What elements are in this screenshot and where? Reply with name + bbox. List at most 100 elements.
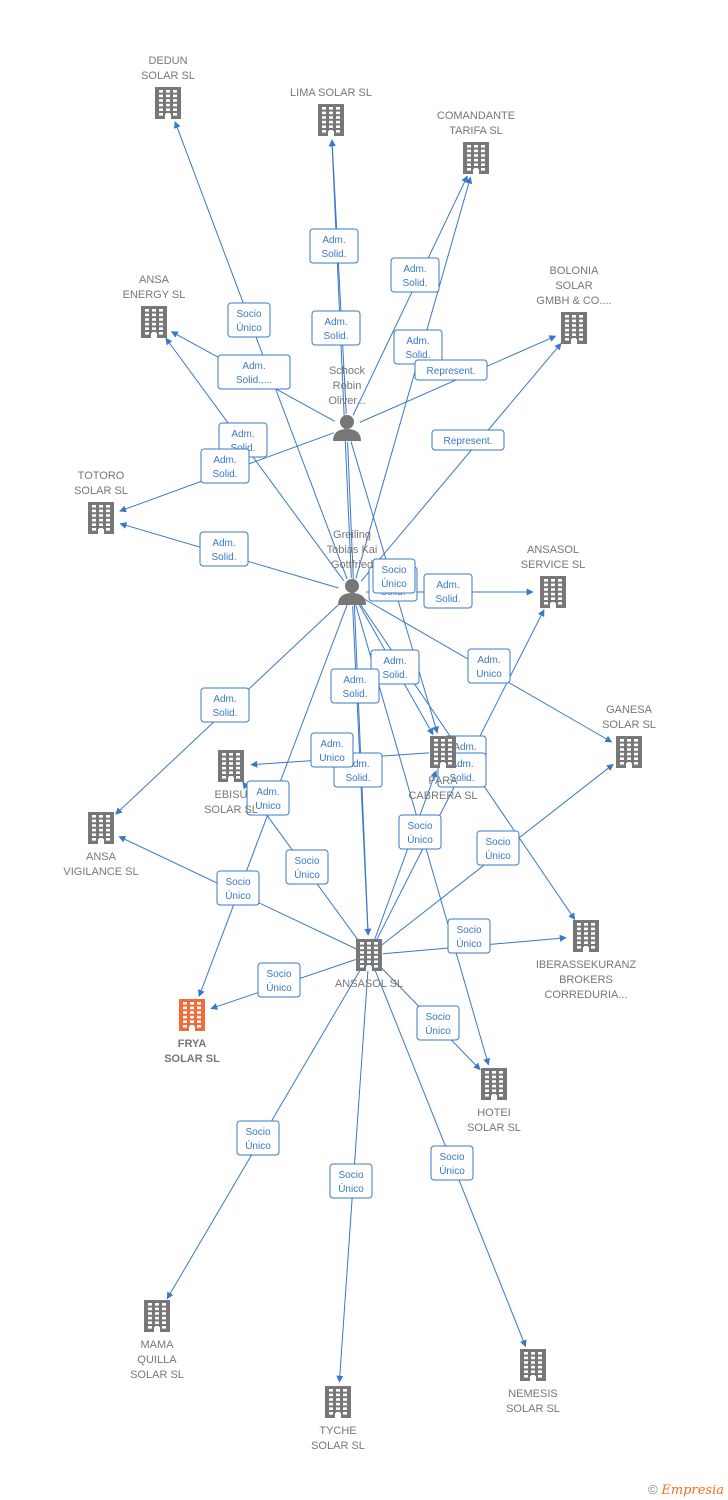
edge-label-text: Adm. (450, 759, 473, 770)
edge-schock-comandante (352, 175, 468, 416)
edge-label-text: Socio (425, 1012, 450, 1023)
edge-label-greiling-ansavigilance[interactable]: Adm.Unico (467, 648, 511, 684)
node-ansavigilance[interactable]: ANSA VIGILANCE SL (63, 812, 139, 878)
edge-label-text: Único (439, 1164, 465, 1177)
edge-label-text: Solid. (405, 350, 430, 361)
edge-label-text: Solid. (212, 708, 237, 719)
edge-label-schock-bolonia[interactable]: Represent. (414, 359, 488, 381)
edge-label-text: Unico (255, 801, 281, 812)
edge-label-box (476, 830, 520, 866)
node-paracabrera[interactable]: PARA CABRERA SL (408, 736, 478, 802)
edge-label-text: Solid. (321, 249, 346, 260)
node-dedun[interactable]: DEDUN SOLAR SL (141, 55, 195, 119)
person-icon (338, 579, 366, 605)
edge-label-text: Socio (294, 856, 319, 867)
node-label-lima: LIMA SOLAR SL (290, 87, 372, 99)
edge-label-text: Solid. (382, 670, 407, 681)
edge-label-schock-ansasol[interactable]: Adm.Solid. (330, 668, 380, 704)
building-icon (325, 1386, 351, 1418)
node-label-ansavigilance: VIGILANCE SL (63, 866, 138, 878)
footer-brand[interactable]: © Empresia (648, 1482, 724, 1498)
edge-label-greiling-lima[interactable]: Adm.Solid. (311, 310, 361, 346)
edge-label-text: Adm. (436, 580, 459, 591)
node-label-dedun: DEDUN (148, 55, 187, 67)
edge-label-greiling-comandante[interactable]: Adm.Solid. (393, 329, 443, 365)
building-icon (561, 312, 587, 344)
node-label-bolonia: SOLAR (555, 280, 592, 292)
edge-label-greiling-ansasol[interactable]: Adm.Solid. (200, 687, 250, 723)
edge-label-text: Adm. (212, 538, 235, 549)
edge-greiling-dedun (173, 121, 348, 580)
edge-label-ansasol-ansasolservice[interactable]: Adm.Unico (310, 732, 354, 768)
building-icon (88, 502, 114, 534)
edge-label-schock-totoro[interactable]: Adm.Solid. (200, 448, 250, 484)
edge-label-greiling-paracabrera[interactable]: Adm. Solid. (370, 649, 420, 685)
building-icon (520, 1349, 546, 1381)
node-label-ganesa: SOLAR SL (602, 719, 656, 731)
edge-label-text: Único (485, 849, 511, 862)
edge-label-text: Único (338, 1182, 364, 1195)
node-label-tyche: SOLAR SL (311, 1440, 365, 1452)
node-label-paracabrera: CABRERA SL (408, 790, 477, 802)
edge-label-greiling-frya[interactable]: Adm.Unico (246, 780, 290, 816)
edge-greiling-bolonia (360, 342, 562, 582)
node-label-dedun: SOLAR SL (141, 70, 195, 82)
edge-label-text: Socio (381, 565, 406, 576)
building-icon (88, 812, 114, 844)
node-label-iberassekuranz: BROKERS (559, 974, 613, 986)
edge-label-greiling-ansasolservice[interactable]: Adm.Solid. (423, 573, 473, 609)
node-label-ebisu: EBISU (214, 789, 247, 801)
edge-ansasol-paracabrera (373, 770, 438, 943)
node-lima[interactable]: LIMA SOLAR SL (290, 87, 372, 136)
node-label-paracabrera: PARA (428, 775, 458, 787)
edge-label-text: Socio (236, 309, 261, 320)
edge-label-greiling-totoro[interactable]: Adm.Solid. (199, 531, 249, 567)
edge-label-schock-lima[interactable]: Adm.Solid. (309, 228, 359, 264)
edge-label-box (311, 310, 361, 346)
edge-label-schock-ansaenergy[interactable]: Adm.Solid.,... (217, 354, 291, 390)
edge-label-text: Solid. (342, 689, 367, 700)
edge-label-text: Socio (338, 1170, 363, 1181)
edge-label-text: Único (407, 833, 433, 846)
node-iberassekuranz[interactable]: IBERASSEKURANZBROKERSCORREDURIA... (536, 920, 637, 1001)
edge-label-box (467, 648, 511, 684)
edge-label-text: Adm. (383, 656, 406, 667)
brand-logo: Empresia (661, 1483, 724, 1498)
edge-label-schock-comandante[interactable]: Adm.Solid. (390, 257, 440, 293)
edge-label-text: Único (245, 1139, 271, 1152)
node-label-greiling: Gottfried (331, 559, 373, 571)
node-label-ansasol: ANSASOL SL (335, 978, 403, 990)
edge-label-text: Solid.,... (236, 375, 272, 386)
node-schock[interactable]: SchockRobinOliver... (328, 365, 366, 441)
building-icon (430, 736, 456, 768)
node-label-ansavigilance: ANSA (86, 851, 117, 863)
edge-greiling-lima (328, 139, 352, 579)
edge-label-greiling-bolonia[interactable]: Represent. (431, 429, 505, 451)
node-ansasol[interactable]: ANSASOL SL (335, 939, 403, 990)
